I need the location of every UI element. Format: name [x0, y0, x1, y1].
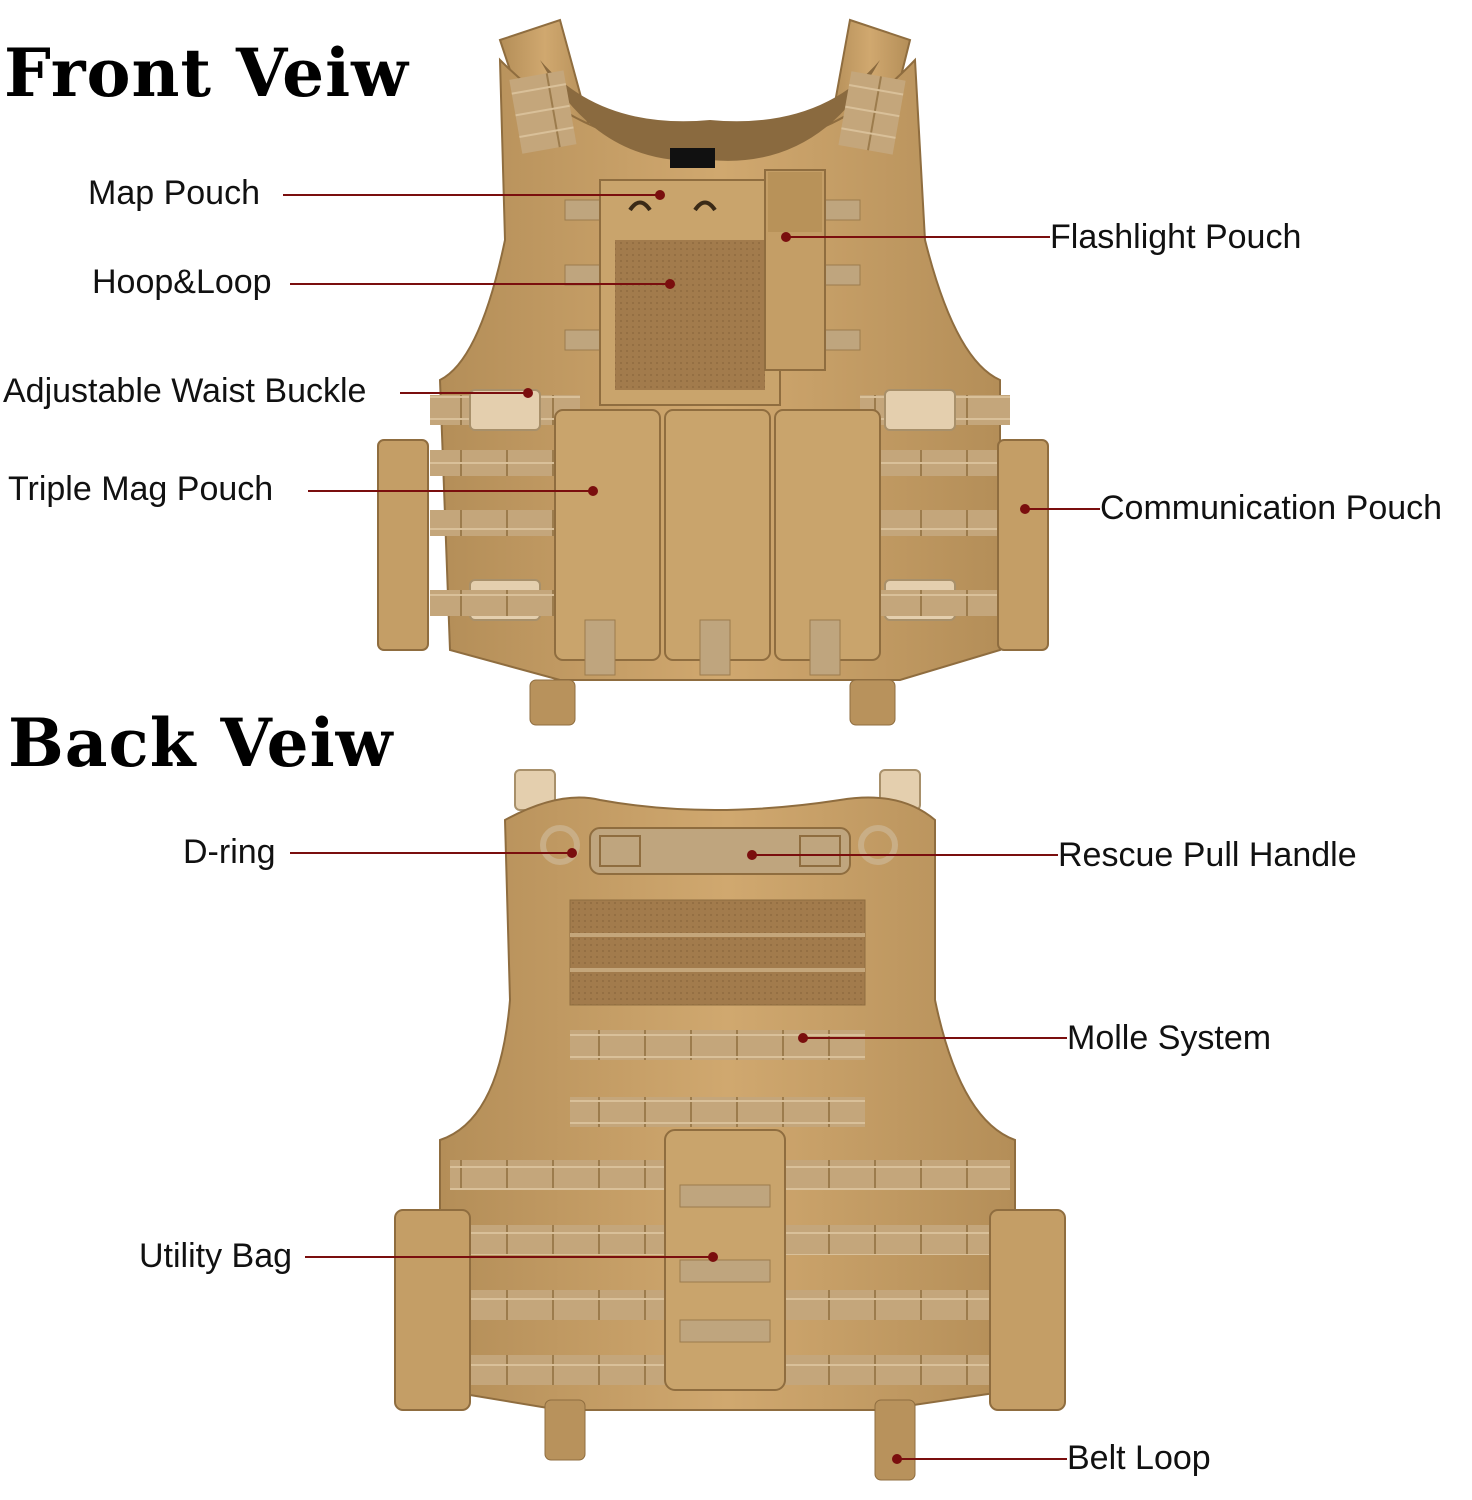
- label-communication-pouch: Communication Pouch: [1100, 489, 1443, 527]
- back-view-title: Back Veiw: [8, 704, 394, 782]
- rescue-handle-dot: [747, 850, 757, 860]
- molle-dot: [798, 1033, 808, 1043]
- label-molle-system: Molle System: [1067, 1019, 1272, 1057]
- label-utility-bag: Utility Bag: [139, 1237, 293, 1275]
- waist-buckle-dot: [523, 388, 533, 398]
- triple-mag-dot: [588, 486, 598, 496]
- label-rescue-pull-handle: Rescue Pull Handle: [1058, 836, 1357, 874]
- flashlight-dot: [781, 232, 791, 242]
- map-pouch-dot: [655, 190, 665, 200]
- label-d-ring: D-ring: [183, 833, 276, 871]
- label-triple-mag-pouch: Triple Mag Pouch: [8, 470, 274, 508]
- label-belt-loop: Belt Loop: [1067, 1439, 1211, 1477]
- front-vest: [377, 18, 1049, 726]
- communication-dot: [1020, 504, 1030, 514]
- label-hoop-loop: Hoop&Loop: [92, 263, 272, 301]
- leader-lines: [283, 190, 1100, 1464]
- belt-loop-dot: [892, 1454, 902, 1464]
- d-ring-dot: [567, 848, 577, 858]
- label-map-pouch: Map Pouch: [88, 174, 260, 212]
- front-view-title: Front Veiw: [4, 34, 409, 112]
- back-vest: [394, 769, 1066, 1481]
- hoop-loop-dot: [665, 279, 675, 289]
- label-flashlight-pouch: Flashlight Pouch: [1050, 218, 1302, 256]
- utility-bag-dot: [708, 1252, 718, 1262]
- label-waist-buckle: Adjustable Waist Buckle: [3, 372, 367, 410]
